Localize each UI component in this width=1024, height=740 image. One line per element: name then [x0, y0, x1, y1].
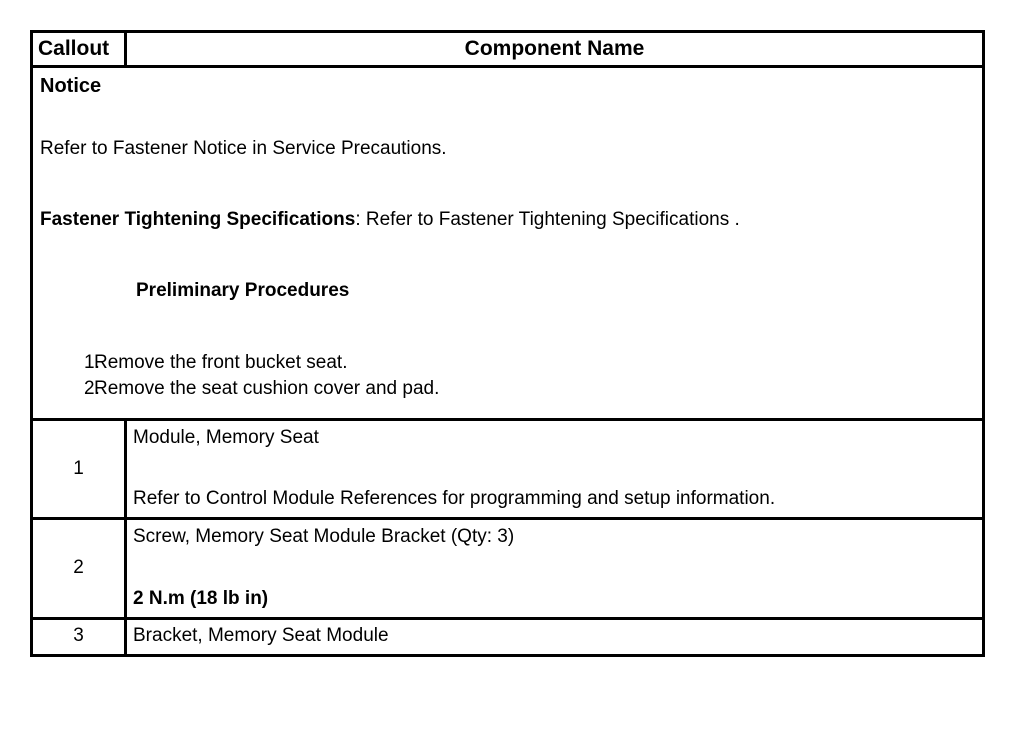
row-callout-number: 2	[33, 520, 127, 617]
column-header-component-name: Component Name	[464, 37, 645, 60]
torque-specification: 2 N.m (18 lb in)	[133, 587, 269, 609]
component-name-primary: Bracket, Memory Seat Module	[133, 624, 389, 646]
table-row: 2 Screw, Memory Seat Module Bracket (Qty…	[33, 520, 982, 620]
list-item: 2. Remove the seat cushion cover and pad…	[40, 376, 974, 402]
row-component-name: Bracket, Memory Seat Module	[127, 620, 982, 654]
fastener-tightening-spec-text: Refer to Fastener Tightening Specificati…	[365, 208, 740, 230]
step-number: 1.	[84, 352, 100, 374]
step-text: Remove the front bucket seat.	[94, 352, 348, 374]
row-callout-number: 1	[33, 420, 127, 518]
preliminary-procedures-heading: Preliminary Procedures	[136, 279, 350, 301]
fastener-tightening-spec-label: Fastener Tightening Specifications	[40, 208, 356, 230]
column-header-callout: Callout	[33, 33, 127, 65]
callout-table: Callout Component Name Notice Refer to F…	[30, 30, 985, 657]
row-component-name: Screw, Memory Seat Module Bracket (Qty: …	[127, 520, 982, 617]
fastener-notice-text: Refer to Fastener Notice in Service Prec…	[40, 138, 447, 159]
component-name-primary: Module, Memory Seat	[133, 426, 319, 448]
notice-row: Notice Refer to Fastener Notice in Servi…	[33, 68, 982, 421]
table-row: 3 Bracket, Memory Seat Module	[33, 619, 982, 654]
table-row: 1 Module, Memory Seat Refer to Control M…	[33, 420, 982, 521]
step-text: Remove the seat cushion cover and pad.	[94, 378, 440, 400]
list-item: 1. Remove the front bucket seat.	[40, 350, 974, 376]
row-component-name: Module, Memory Seat Refer to Control Mod…	[127, 421, 982, 518]
notice-title: Notice	[40, 75, 102, 97]
step-number: 2.	[84, 378, 100, 400]
preliminary-procedures-list: 1. Remove the front bucket seat. 2. Remo…	[40, 350, 974, 401]
row-callout-number: 3	[33, 619, 127, 654]
fastener-tightening-spec-separator: :	[355, 208, 366, 230]
table-header-row: Callout Component Name	[33, 33, 982, 68]
fastener-tightening-spec-line: Fastener Tightening Specifications: Refe…	[40, 209, 974, 232]
component-name-primary: Screw, Memory Seat Module Bracket (Qty: …	[133, 526, 515, 548]
component-name-secondary: Refer to Control Module References for p…	[133, 488, 776, 510]
